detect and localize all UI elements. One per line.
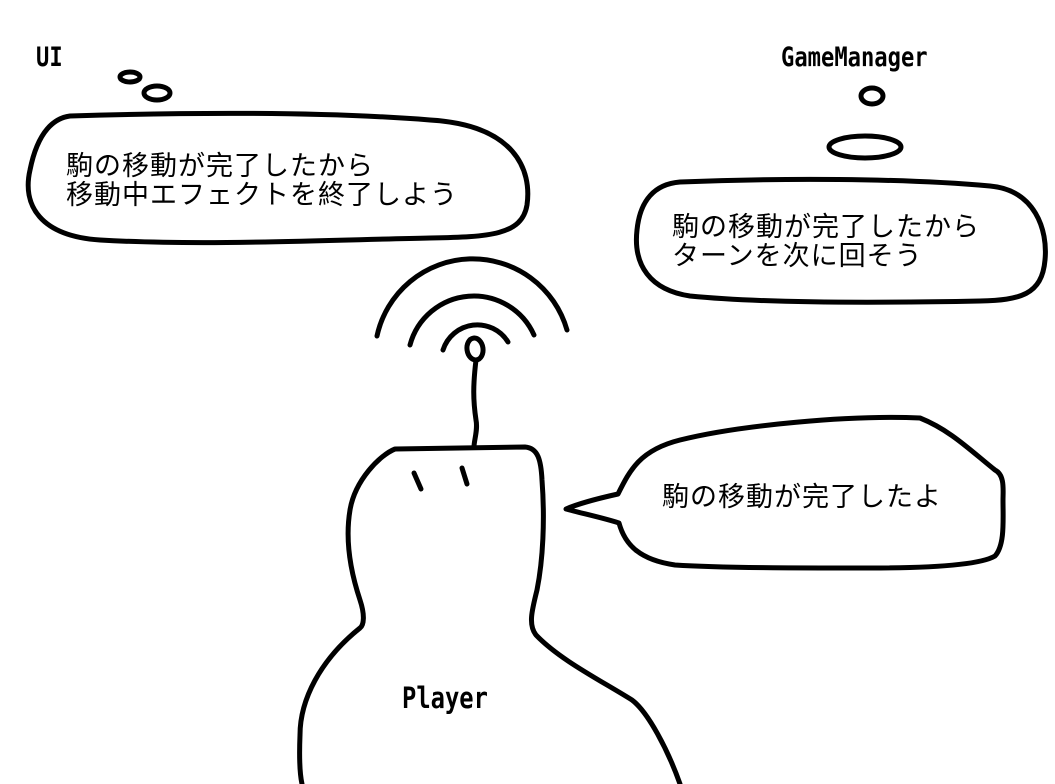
gm-thought-line-1: 駒の移動が完了したから <box>672 212 980 243</box>
ui-thought-dot-large <box>141 83 173 103</box>
ui-thought-text: 駒の移動が完了したから移動中エフェクトを終了しよう <box>66 152 458 210</box>
player-body <box>297 444 683 784</box>
gm-thought-text: 駒の移動が完了したからターンを次に回そう <box>672 213 980 271</box>
player-actor-label: Player <box>402 681 488 715</box>
antenna-tip <box>464 335 486 363</box>
ui-thought-bubble <box>25 110 531 246</box>
player-speech-text: 駒の移動が完了したよ <box>662 483 942 512</box>
player-eye-left <box>411 470 424 492</box>
ui-thought-line-1: 駒の移動が完了したから <box>66 151 374 182</box>
ui-thought-line-2: 移動中エフェクトを終了しよう <box>66 180 458 211</box>
signal-wave-outer <box>374 256 570 339</box>
signal-wave-middle <box>407 293 537 348</box>
player-speech-bubble <box>563 414 1006 571</box>
ui-actor-label: UI <box>36 42 63 73</box>
gm-thought-dot-large <box>826 133 904 161</box>
gm-thought-bubble <box>633 176 1048 305</box>
antenna-wire <box>471 357 480 450</box>
game-manager-actor-label: GameManager <box>781 42 928 73</box>
player-eye-right <box>459 465 470 487</box>
ui-thought-dot-small <box>117 69 143 85</box>
gm-thought-line-2: ターンを次に回そう <box>672 241 923 272</box>
signal-wave-inner <box>440 322 511 353</box>
player-speech-line-1: 駒の移動が完了したよ <box>662 482 942 513</box>
gm-thought-dot-small <box>858 85 886 107</box>
